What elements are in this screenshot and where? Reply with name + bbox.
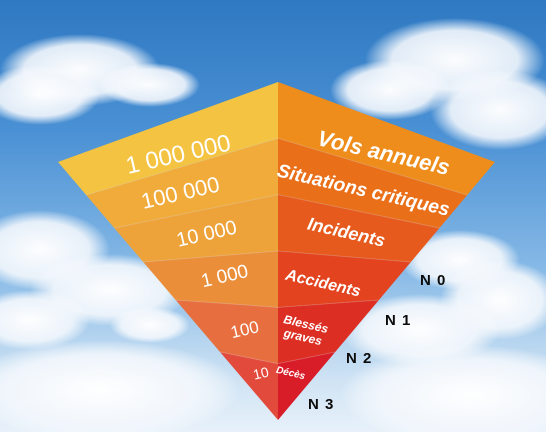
band-left-2 bbox=[114, 194, 278, 262]
band-divider bbox=[114, 194, 440, 229]
band-left-0 bbox=[58, 82, 278, 195]
band-right-3 bbox=[278, 251, 411, 308]
band-left-3 bbox=[143, 251, 278, 308]
level-n2: N 2 bbox=[346, 350, 373, 367]
level-n3: N 3 bbox=[308, 396, 335, 413]
band-right-5 bbox=[278, 352, 336, 420]
clouds bbox=[0, 18, 546, 432]
band-divider bbox=[143, 250, 411, 263]
band-divider bbox=[219, 351, 336, 365]
band-left-1 bbox=[86, 138, 279, 228]
level-n0: N 0 bbox=[420, 272, 447, 289]
band-right-0 bbox=[278, 82, 495, 195]
band-left-4 bbox=[175, 300, 278, 364]
pyramid-bands bbox=[58, 82, 495, 420]
band-right-4 bbox=[278, 300, 379, 364]
tier-count-5: 10 bbox=[251, 364, 270, 383]
band-right-2 bbox=[278, 194, 440, 262]
band-left-5 bbox=[220, 352, 278, 420]
band-divider bbox=[175, 299, 379, 308]
band-right-1 bbox=[278, 138, 468, 228]
band-divider bbox=[85, 137, 468, 196]
level-n1: N 1 bbox=[385, 312, 412, 329]
